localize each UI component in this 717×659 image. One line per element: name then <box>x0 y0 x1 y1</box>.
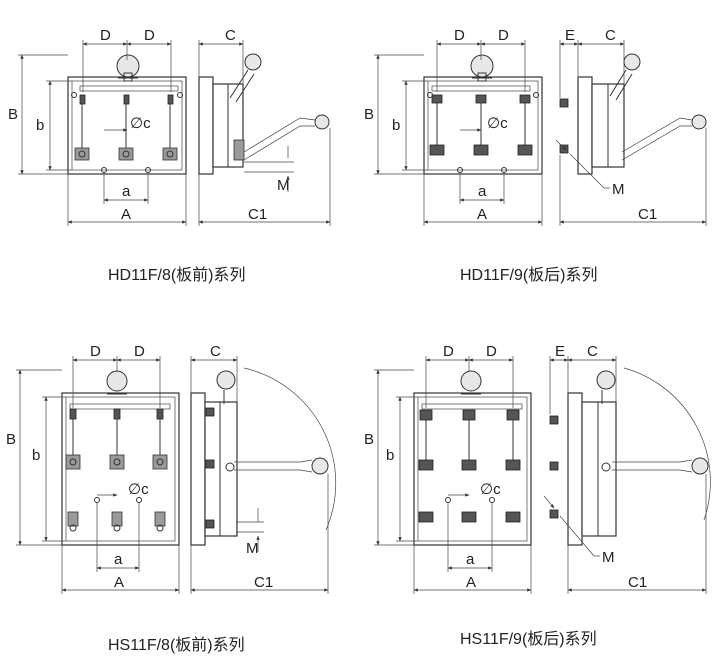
dim-label-d-right: D <box>498 27 509 44</box>
front-view <box>413 370 532 546</box>
dim-label-c1: C1 <box>248 206 267 223</box>
dim-label-c: C <box>605 27 616 44</box>
dim-label-d-left: D <box>90 343 101 360</box>
dim-label-a-outer: A <box>121 206 131 223</box>
side-view <box>198 53 330 175</box>
dim-label-a: a <box>114 551 123 568</box>
dim-label-d-right: D <box>134 343 145 360</box>
dim-label-hole-dia: ∅c <box>130 115 151 132</box>
panel-hd11f-9: D D E C B b ∅c M a A C1 HD11F/9(板后)系列 <box>364 27 707 284</box>
dim-label-c1: C1 <box>628 574 647 591</box>
dim-label-b-outer: B <box>6 431 16 448</box>
dim-label-d-right: D <box>486 343 497 360</box>
dim-label-b-outer: B <box>364 431 374 448</box>
panel-caption: HD11F/9(板后)系列 <box>460 266 598 284</box>
dim-label-c: C <box>587 343 598 360</box>
dimension-lines <box>18 40 331 226</box>
panel-hd11f-8: D D C B b ∅c M a A C1 HD11F/8(板前)系列 <box>8 27 331 284</box>
panel-caption: HD11F/8(板前)系列 <box>108 266 246 284</box>
dimension-lines <box>374 40 707 226</box>
dim-label-m: M <box>612 181 625 198</box>
front-view <box>67 54 187 175</box>
panel-hs11f-8: D D C B b ∅c M a A C1 HS11F/8(板前)系列 <box>6 343 337 654</box>
dim-label-a: a <box>478 183 487 200</box>
dim-label-m: M <box>246 540 259 557</box>
dim-label-b-inner: b <box>36 117 44 134</box>
dim-label-d-left: D <box>443 343 454 360</box>
dim-label-d-left: D <box>100 27 111 44</box>
dim-label-b-inner: b <box>392 117 400 134</box>
dim-label-hole-dia: ∅c <box>128 481 149 498</box>
front-view <box>423 54 543 175</box>
dimension-lines <box>16 356 329 594</box>
dim-label-d-right: D <box>144 27 155 44</box>
dim-label-a-outer: A <box>466 574 476 591</box>
dim-label-m: M <box>277 177 290 194</box>
dim-label-hole-dia: ∅c <box>487 115 508 132</box>
dim-label-e: E <box>565 27 575 44</box>
dim-label-c1: C1 <box>638 206 657 223</box>
side-view <box>559 53 707 175</box>
dim-label-b-inner: b <box>386 447 394 464</box>
dim-label-c1: C1 <box>254 574 273 591</box>
dim-label-hole-dia: ∅c <box>480 481 501 498</box>
dim-label-a-outer: A <box>477 206 487 223</box>
side-view <box>549 367 711 546</box>
dim-label-m: M <box>602 549 615 566</box>
dim-label-a: a <box>122 183 131 200</box>
dimension-lines <box>374 356 707 594</box>
dim-label-b-outer: B <box>8 106 18 123</box>
side-view <box>190 367 337 546</box>
front-view <box>61 370 180 546</box>
panel-caption: HS11F/9(板后)系列 <box>460 630 597 648</box>
dim-label-b-outer: B <box>364 106 374 123</box>
dim-label-e: E <box>555 343 565 360</box>
panel-caption: HS11F/8(板前)系列 <box>108 636 245 654</box>
dim-label-a: a <box>466 551 475 568</box>
dim-label-c: C <box>225 27 236 44</box>
dim-label-d-left: D <box>454 27 465 44</box>
panel-hs11f-9: D D E C B b ∅c M a A C1 HS11F/9(板后)系列 <box>364 343 711 648</box>
dim-label-c: C <box>210 343 221 360</box>
dim-label-b-inner: b <box>32 447 40 464</box>
dim-label-a-outer: A <box>114 574 124 591</box>
